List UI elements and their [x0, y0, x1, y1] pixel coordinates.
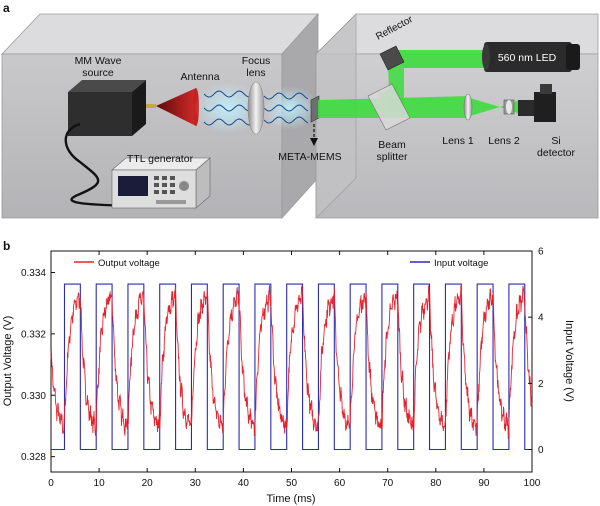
lens-2-label: Lens 2 [488, 135, 520, 147]
x-tick-label: 0 [48, 478, 54, 489]
x-tick-label: 50 [286, 478, 298, 489]
x-tick-label: 10 [94, 478, 106, 489]
panel-a-letter: a [3, 1, 10, 15]
antenna-label: Antenna [180, 71, 219, 83]
x-tick-label: 60 [334, 478, 346, 489]
focus-lens-icon [247, 81, 265, 135]
meta-mems-label: META-MEMS [278, 151, 341, 163]
beam-splitter-label-2: splitter [377, 151, 408, 163]
x-tick-label: 30 [190, 478, 202, 489]
x-tick-label: 70 [382, 478, 394, 489]
ttl-generator-icon [111, 157, 211, 209]
y-right-tick-label: 2 [538, 379, 544, 390]
mm-wave-line [263, 116, 309, 124]
y-left-axis-label: Output Voltage (V) [2, 316, 14, 407]
input-voltage-line [51, 283, 532, 451]
mm-wave-label-2: source [82, 67, 114, 79]
y-right-tick-label: 0 [538, 445, 544, 456]
mm-wave-line [263, 92, 309, 100]
mm-wave-line [203, 104, 251, 112]
legend-output: Output voltage [74, 258, 160, 269]
led-label: 560 nm LED [498, 52, 557, 64]
y-left-tick-label: 0.330 [21, 391, 46, 402]
mm-wave-line [203, 118, 251, 126]
input-voltage-series [51, 283, 532, 451]
focus-lens-label-2: lens [246, 67, 265, 79]
y-left-tick-label: 0.332 [21, 329, 46, 340]
output-voltage-series [50, 284, 533, 440]
lens-1-icon [463, 93, 473, 121]
beam-splitter-icon [367, 83, 411, 131]
si-detector-icon [518, 84, 556, 122]
mm-wave-source [68, 80, 156, 136]
legend-output-label: Output voltage [98, 258, 160, 269]
y-right-tick-label: 6 [538, 247, 544, 258]
mm-wave-line [263, 104, 309, 112]
si-detector-label-2: detector [537, 147, 575, 159]
si-detector-label: Si [551, 135, 560, 147]
cable [64, 122, 171, 208]
mm-wave-line [203, 90, 251, 98]
y-left-tick-label: 0.334 [21, 268, 46, 279]
x-tick-label: 100 [524, 478, 541, 489]
led-icon [482, 42, 580, 72]
lens-1-label: Lens 1 [442, 135, 474, 147]
y-right-axis-ticks: 0 2 4 6 [528, 247, 544, 456]
mm-waves [203, 90, 309, 126]
ttl-label: TTL generator [127, 153, 194, 165]
output-voltage-line [50, 284, 533, 440]
beam-splitter-label: Beam [378, 139, 406, 151]
y-left-axis-ticks: 0.328 0.330 0.332 0.334 [21, 268, 55, 463]
y-right-axis-label: Input Voltage (V) [563, 320, 575, 402]
focus-lens-label: Focus [242, 55, 271, 67]
panel-b-letter: b [3, 239, 10, 253]
x-tick-label: 20 [142, 478, 154, 489]
y-left-tick-label: 0.328 [21, 452, 46, 463]
legend-input: Input voltage [410, 258, 488, 269]
x-tick-label: 40 [238, 478, 250, 489]
x-axis-label: Time (ms) [266, 493, 315, 505]
lens-2-icon [503, 99, 515, 115]
x-tick-label: 80 [430, 478, 442, 489]
x-tick-label: 90 [478, 478, 490, 489]
legend-input-label: Input voltage [434, 258, 488, 269]
panel-a: a MM Wave source Antenna [1, 1, 599, 220]
reflector-icon [379, 45, 405, 71]
y-right-tick-label: 4 [538, 313, 544, 324]
mm-wave-label: MM Wave [75, 55, 122, 67]
